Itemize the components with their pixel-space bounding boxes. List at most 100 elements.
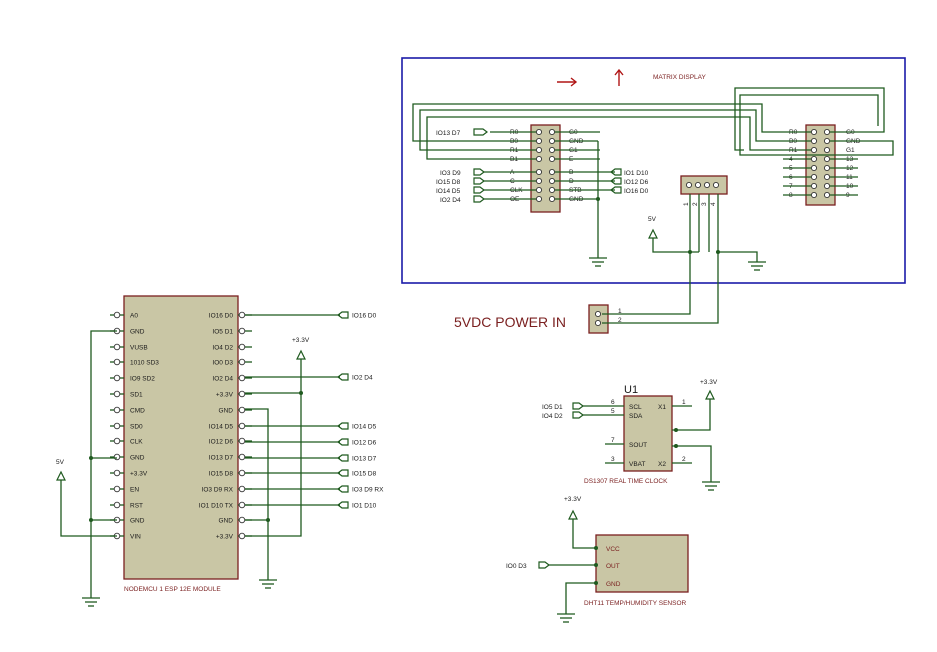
port-label: IO13 D7 [436,130,461,137]
nodemcu-pin-label: IO14 D5 [209,424,234,431]
header-pin-number: 3 [701,202,708,206]
port-flag [337,501,349,509]
nodemcu-pin [238,406,246,414]
port-label: IO14 D5 [352,424,377,431]
connector-pin [535,137,543,145]
port-label: IO3 D9 [440,170,461,177]
rtc-pin-number: 6 [611,399,615,406]
nodemcu-pin [238,343,246,351]
rtc-pin-label: X1 [658,404,666,411]
nodemcu-pin [113,390,121,398]
port-flag [337,438,349,446]
nodemcu-pin [238,453,246,461]
nodemcu-pin [113,422,121,430]
matrix-left-connector [530,124,561,213]
connector-pin [823,182,831,190]
port-label: IO4 D2 [542,413,563,420]
port-label: IO16 D0 [352,313,377,320]
nodemcu-pin-label: A0 [130,313,138,320]
port-label: IO15 D8 [352,471,377,478]
connector-pin [810,182,818,190]
port-flag [337,469,349,477]
connector-pin [823,191,831,199]
power-in-connector [588,252,719,334]
connector-pin [535,128,543,136]
power-in-label: 5VDC POWER IN [454,314,566,330]
nodemcu-caption: NODEMCU 1 ESP 12E MODULE [124,586,221,593]
connector-pin [810,128,818,136]
port-flag [337,311,349,319]
nodemcu-pin [113,311,121,319]
dht-pin-label: VCC [606,546,620,553]
matrix-right-connector [805,124,836,206]
header-pin-number: 2 [692,202,699,206]
nodemcu-pin-label: IO0 D3 [212,360,233,367]
rtc-pin-label: VBAT [629,461,646,468]
nodemcu-pin-label: IO5 D1 [212,329,233,336]
nodemcu-pin [113,374,121,382]
connector-pin [548,186,556,194]
vin-label: 5V [56,459,65,466]
rtc-body [623,395,673,472]
nodemcu-pin-label: IO2 D4 [212,376,233,383]
nodemcu-pin-label: CMD [130,408,145,415]
dht-body [595,534,689,593]
rtc-ref: U1 [624,384,638,396]
connector-pin [823,173,831,181]
connector-pin [548,177,556,185]
nodemcu-pin-label: GND [130,329,145,336]
nodemcu-pin [238,390,246,398]
port-label: IO2 D4 [440,197,461,204]
power-header-wires [648,194,766,271]
nodemcu-pin [238,516,246,524]
rtc-pin-label: X2 [658,461,666,468]
nodemcu-pin-label: IO13 D7 [209,455,234,462]
connector-pin [548,137,556,145]
nodemcu-pin [238,485,246,493]
port-label: IO2 D4 [352,375,373,382]
nodemcu-pin [113,437,121,445]
port-label: IO12 D6 [352,440,377,447]
port-label: IO14 D5 [436,188,461,195]
port-flag [337,485,349,493]
nodemcu-pin [113,343,121,351]
connector-pin [810,191,818,199]
connector-pin [535,195,543,203]
connector-pin [535,155,543,163]
nodemcu-pin [238,532,246,540]
nodemcu-pin-label: IO1 D10 TX [199,503,234,510]
nodemcu-pin [238,358,246,366]
nodemcu-pin [113,358,121,366]
nodemcu-pin-label: IO15 D8 [209,471,234,478]
matrix-title: MATRIX DISPLAY [653,74,707,81]
port-label: IO16 D0 [624,188,649,195]
nodemcu-pin [238,327,246,335]
nodemcu-pin-label: SD1 [130,392,143,399]
nodemcu-pin-label: SD0 [130,424,143,431]
matrix-frame [401,57,906,284]
dht-wires [538,509,598,623]
rtc-pin-label: SOUT [629,442,647,449]
rtc-pin-number: 1 [682,399,686,406]
rtc-wires [572,389,720,491]
nodemcu-pin [238,311,246,319]
connector-pin [810,146,818,154]
nodemcu-pin-label: GND [219,408,234,415]
connector-pin [548,195,556,203]
power-header [680,175,728,195]
port-label: IO3 D9 RX [352,487,384,494]
rail-label: +3.3V [292,337,310,344]
nodemcu-pin-label: 1010 SD3 [130,360,159,367]
nodemcu-pin [113,406,121,414]
nodemcu-pin [113,453,121,461]
nodemcu-pin-label: IO12 D6 [209,439,234,446]
nodemcu-pin [238,469,246,477]
dht-caption: DHT11 TEMP/HUMIDITY SENSOR [584,600,687,607]
rtc-pin-number: 2 [682,456,686,463]
dht-pin-label: GND [606,581,621,588]
nodemcu-pin [238,422,246,430]
pin-number: 1 [618,308,622,315]
nodemcu-pin-label: IO4 D2 [212,345,233,352]
port-flag [337,422,349,430]
rtc-power-label: +3.3V [700,379,718,386]
